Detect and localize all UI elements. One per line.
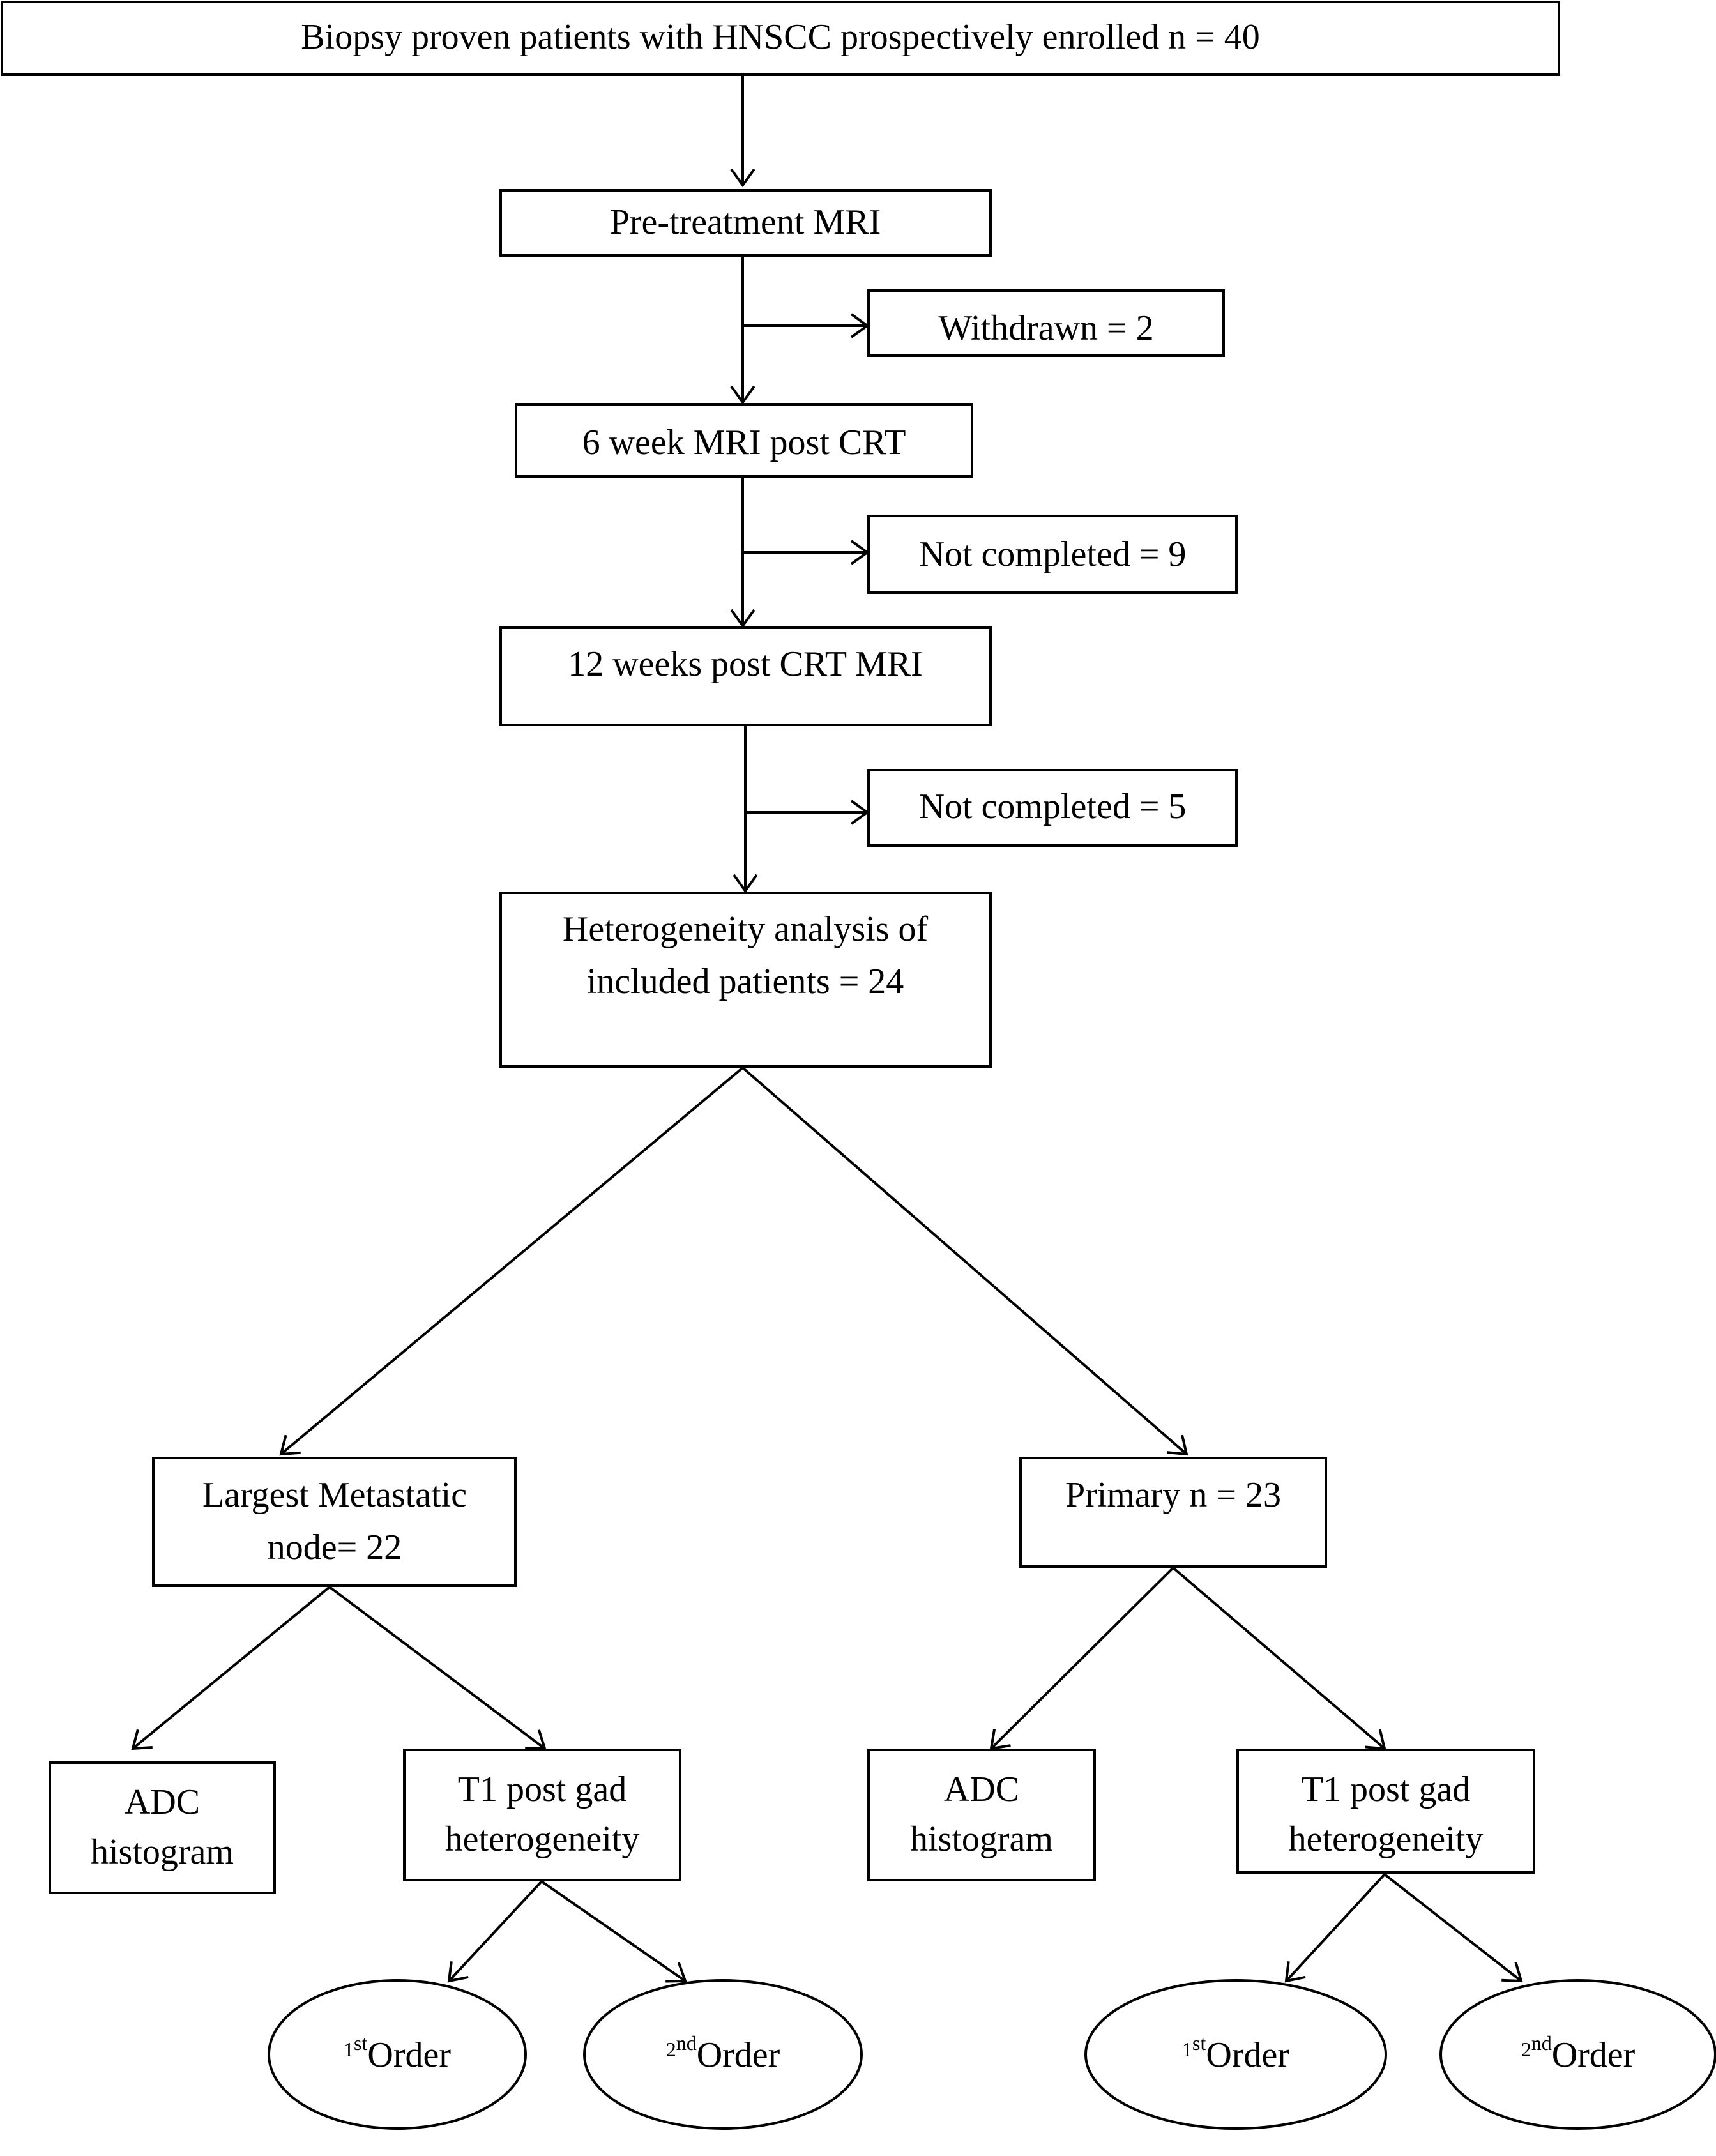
node-second-order-ellipse: 2ndOrder [583, 1979, 863, 2130]
node-first-order-num: 1 [344, 2038, 354, 2061]
not-completed-12week-box: Not completed = 5 [867, 769, 1238, 847]
node-first-order-word: Order [367, 2035, 451, 2075]
heterogeneity-analysis-label-line2: included patients = 24 [587, 962, 904, 1001]
primary-t1-label-line1: T1 post gad [1302, 1770, 1470, 1809]
primary-second-order-ellipse: 2ndOrder [1439, 1979, 1716, 2130]
mri-12week-label: 12 weeks post CRT MRI [568, 644, 923, 684]
arrow-analysis-to-primary [741, 1067, 1188, 1456]
connectors [131, 75, 1523, 1983]
node-second-order-num: 2 [666, 2038, 676, 2061]
not-completed-12week-label: Not completed = 5 [919, 787, 1187, 826]
arrow-analysis-to-largest-node [279, 1067, 744, 1456]
primary-adc-box: ADC histogram [867, 1749, 1096, 1881]
heterogeneity-analysis-label-line1: Heterogeneity analysis of [563, 909, 929, 949]
node-t1-box: T1 post gad heterogeneity [403, 1749, 681, 1881]
node-adc-label-line1: ADC [125, 1782, 200, 1822]
primary-first-order-label: 1stOrder [1182, 2031, 1289, 2075]
arrow-node-t1-to-first-order [447, 1880, 543, 1983]
primary-adc-label-line1: ADC [944, 1770, 1019, 1809]
mri-6week-label: 6 week MRI post CRT [582, 423, 906, 462]
node-adc-box: ADC histogram [49, 1761, 276, 1894]
primary-second-order-num: 2 [1521, 2038, 1531, 2061]
primary-first-order-sup: st [1192, 2031, 1206, 2054]
arrow-primary-to-t1 [1172, 1567, 1386, 1750]
largest-node-label-line1: Largest Metastatic [202, 1475, 467, 1515]
enrolled-label: Biopsy proven patients with HNSCC prospe… [301, 17, 1259, 57]
node-first-order-ellipse: 1stOrder [268, 1979, 527, 2130]
not-completed-6week-box: Not completed = 9 [867, 515, 1238, 594]
node-adc-label-line2: histogram [91, 1832, 234, 1872]
pretreatment-mri-box: Pre-treatment MRI [499, 189, 992, 257]
mri-6week-box: 6 week MRI post CRT [515, 403, 973, 478]
node-first-order-sup: st [354, 2031, 367, 2054]
node-t1-label-line1: T1 post gad [458, 1770, 626, 1809]
arrow-largest-node-to-adc [131, 1586, 331, 1750]
primary-first-order-word: Order [1206, 2035, 1289, 2075]
node-second-order-label: 2ndOrder [666, 2031, 780, 2075]
enrolled-box: Biopsy proven patients with HNSCC prospe… [1, 1, 1560, 76]
arrow-node-t1-to-second-order [540, 1880, 687, 1983]
arrow-largest-node-to-t1 [328, 1586, 547, 1750]
primary-second-order-label: 2ndOrder [1521, 2031, 1636, 2075]
not-completed-6week-label: Not completed = 9 [919, 535, 1187, 574]
arrow-primary-t1-to-second-order [1383, 1873, 1523, 1983]
largest-node-box: Largest Metastatic node= 22 [152, 1457, 517, 1587]
primary-second-order-sup: nd [1531, 2031, 1552, 2054]
withdrawn-label: Withdrawn = 2 [938, 308, 1153, 348]
withdrawn-box: Withdrawn = 2 [867, 289, 1225, 357]
primary-label: Primary n = 23 [1065, 1475, 1281, 1515]
primary-first-order-ellipse: 1stOrder [1084, 1979, 1387, 2130]
primary-t1-label-line2: heterogeneity [1289, 1819, 1484, 1859]
node-second-order-word: Order [697, 2035, 780, 2075]
arrow-primary-t1-to-first-order [1284, 1873, 1386, 1983]
node-first-order-label: 1stOrder [344, 2031, 451, 2075]
arrow-primary-to-adc [989, 1567, 1174, 1750]
largest-node-label-line2: node= 22 [268, 1528, 402, 1567]
primary-box: Primary n = 23 [1019, 1457, 1327, 1568]
mri-12week-box: 12 weeks post CRT MRI [499, 626, 992, 726]
pretreatment-mri-label: Pre-treatment MRI [610, 202, 881, 242]
node-second-order-sup: nd [676, 2031, 697, 2054]
heterogeneity-analysis-box: Heterogeneity analysis of included patie… [499, 892, 992, 1068]
primary-second-order-word: Order [1552, 2035, 1636, 2075]
primary-t1-box: T1 post gad heterogeneity [1236, 1749, 1535, 1874]
node-t1-label-line2: heterogeneity [445, 1819, 640, 1859]
primary-adc-label-line2: histogram [910, 1819, 1053, 1859]
primary-first-order-num: 1 [1182, 2038, 1192, 2061]
